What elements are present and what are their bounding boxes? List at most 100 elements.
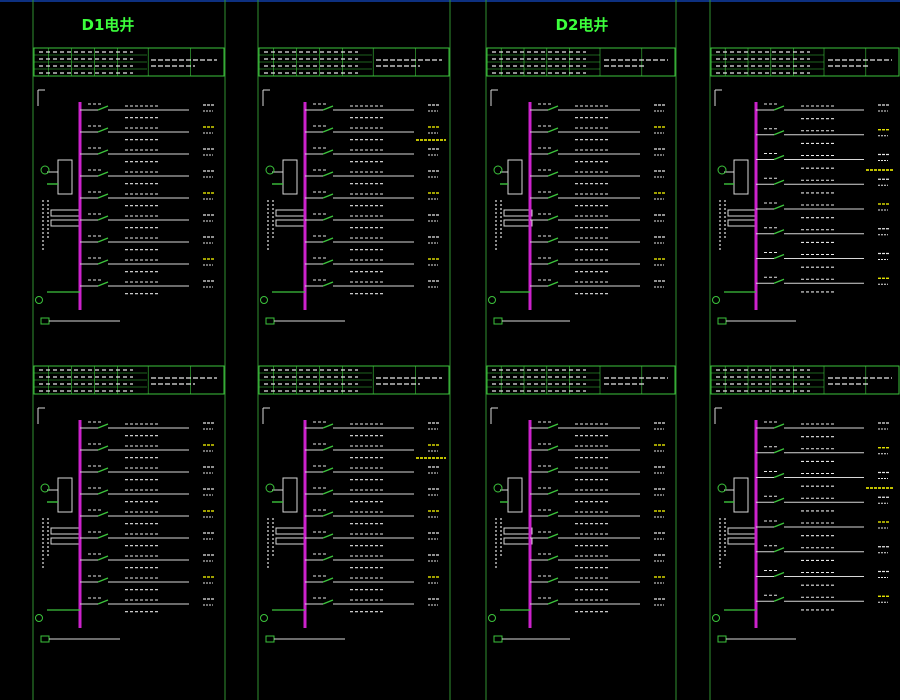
circuit-breaker-symbol (773, 448, 785, 454)
circuit-breaker-symbol (547, 533, 559, 539)
circuit-breaker-symbol (773, 596, 785, 602)
circuit-breaker-symbol (322, 577, 334, 583)
main-switch-box (733, 159, 749, 195)
circuit-breaker-symbol (547, 149, 559, 155)
section-title-d2: D2电井 (556, 16, 609, 34)
circuit-breaker-symbol (97, 193, 109, 199)
distribution-panel-3 (486, 47, 676, 325)
distribution-panel-4 (710, 47, 900, 325)
circuit-breaker-symbol (547, 423, 559, 429)
circuit-breaker-symbol (97, 555, 109, 561)
circuit-breaker-symbol (97, 511, 109, 517)
circuit-breaker-symbol (773, 497, 785, 503)
circuit-breaker-symbol (773, 522, 785, 528)
circuit-breaker-symbol (547, 259, 559, 265)
circuit-breaker-symbol (547, 555, 559, 561)
distribution-panel-5 (33, 365, 225, 643)
earth-symbol (488, 614, 496, 622)
circuit-breaker-symbol (547, 193, 559, 199)
circuit-breaker-symbol (97, 281, 109, 287)
section-title-d1: D1电井 (82, 16, 135, 34)
circuit-breaker-symbol (773, 571, 785, 578)
circuit-breaker-symbol (97, 215, 109, 221)
circuit-breaker-symbol (97, 149, 109, 155)
circuit-breaker-symbol (322, 149, 334, 155)
earth-symbol (488, 296, 496, 304)
meter-symbol (717, 165, 727, 175)
circuit-breaker-symbol (773, 229, 785, 235)
distribution-panel-6 (258, 365, 450, 643)
circuit-breaker-symbol (322, 215, 334, 221)
earth-symbol (260, 296, 268, 304)
circuit-breaker-symbol (97, 533, 109, 539)
circuit-breaker-symbol (773, 105, 785, 111)
circuit-breaker-symbol (322, 445, 334, 451)
circuit-breaker-symbol (773, 179, 785, 185)
circuit-breaker-symbol (322, 423, 334, 429)
meter-symbol (265, 165, 275, 175)
circuit-breaker-symbol (97, 577, 109, 583)
distribution-panel-2 (258, 47, 450, 325)
distribution-panel-1 (33, 47, 225, 325)
main-switch-box (733, 477, 749, 513)
circuit-breaker-symbol (97, 127, 109, 133)
distribution-panel-8 (710, 365, 900, 643)
earth-symbol (712, 614, 720, 622)
earth-symbol (35, 614, 43, 622)
circuit-breaker-symbol (322, 599, 334, 605)
circuit-breaker-symbol (97, 171, 109, 177)
meter-box (503, 209, 533, 217)
circuit-breaker-symbol (322, 237, 334, 243)
meter-symbol (40, 483, 50, 493)
main-switch-box (57, 477, 73, 513)
meter-symbol (717, 483, 727, 493)
main-switch-box (282, 477, 298, 513)
circuit-breaker-symbol (773, 423, 785, 429)
earth-symbol (712, 296, 720, 304)
circuit-breaker-symbol (547, 489, 559, 495)
main-switch-box (507, 159, 523, 195)
circuit-breaker-symbol (773, 154, 785, 161)
circuit-breaker-symbol (322, 555, 334, 561)
circuit-breaker-symbol (547, 237, 559, 243)
circuit-breaker-symbol (97, 105, 109, 111)
meter-symbol (493, 165, 503, 175)
circuit-breaker-symbol (547, 577, 559, 583)
circuit-breaker-symbol (322, 467, 334, 473)
circuit-breaker-symbol (97, 259, 109, 265)
circuit-breaker-symbol (773, 278, 785, 284)
circuit-breaker-symbol (547, 467, 559, 473)
meter-box (503, 527, 533, 535)
circuit-breaker-symbol (97, 445, 109, 451)
main-switch-box (57, 159, 73, 195)
main-switch-box (507, 477, 523, 513)
circuit-breaker-symbol (547, 215, 559, 221)
circuit-breaker-symbol (547, 511, 559, 517)
circuit-breaker-symbol (773, 547, 785, 553)
circuit-breaker-symbol (322, 511, 334, 517)
meter-symbol (265, 483, 275, 493)
circuit-breaker-symbol (322, 105, 334, 111)
circuit-breaker-symbol (547, 281, 559, 287)
circuit-breaker-symbol (97, 423, 109, 429)
circuit-breaker-symbol (547, 105, 559, 111)
circuit-breaker-symbol (322, 193, 334, 199)
earth-symbol (260, 614, 268, 622)
circuit-breaker-symbol (547, 171, 559, 177)
circuit-breaker-symbol (97, 489, 109, 495)
circuit-breaker-symbol (547, 127, 559, 133)
distribution-panel-7 (486, 365, 676, 643)
circuit-breaker-symbol (322, 281, 334, 287)
circuit-breaker-symbol (773, 204, 785, 210)
circuit-breaker-symbol (97, 599, 109, 605)
meter-box (503, 537, 533, 545)
circuit-breaker-symbol (97, 467, 109, 473)
circuit-breaker-symbol (322, 259, 334, 265)
circuit-breaker-symbol (773, 253, 785, 260)
circuit-breaker-symbol (322, 127, 334, 133)
circuit-breaker-symbol (773, 130, 785, 136)
circuit-breaker-symbol (773, 472, 785, 479)
circuit-breaker-symbol (322, 489, 334, 495)
meter-symbol (40, 165, 50, 175)
